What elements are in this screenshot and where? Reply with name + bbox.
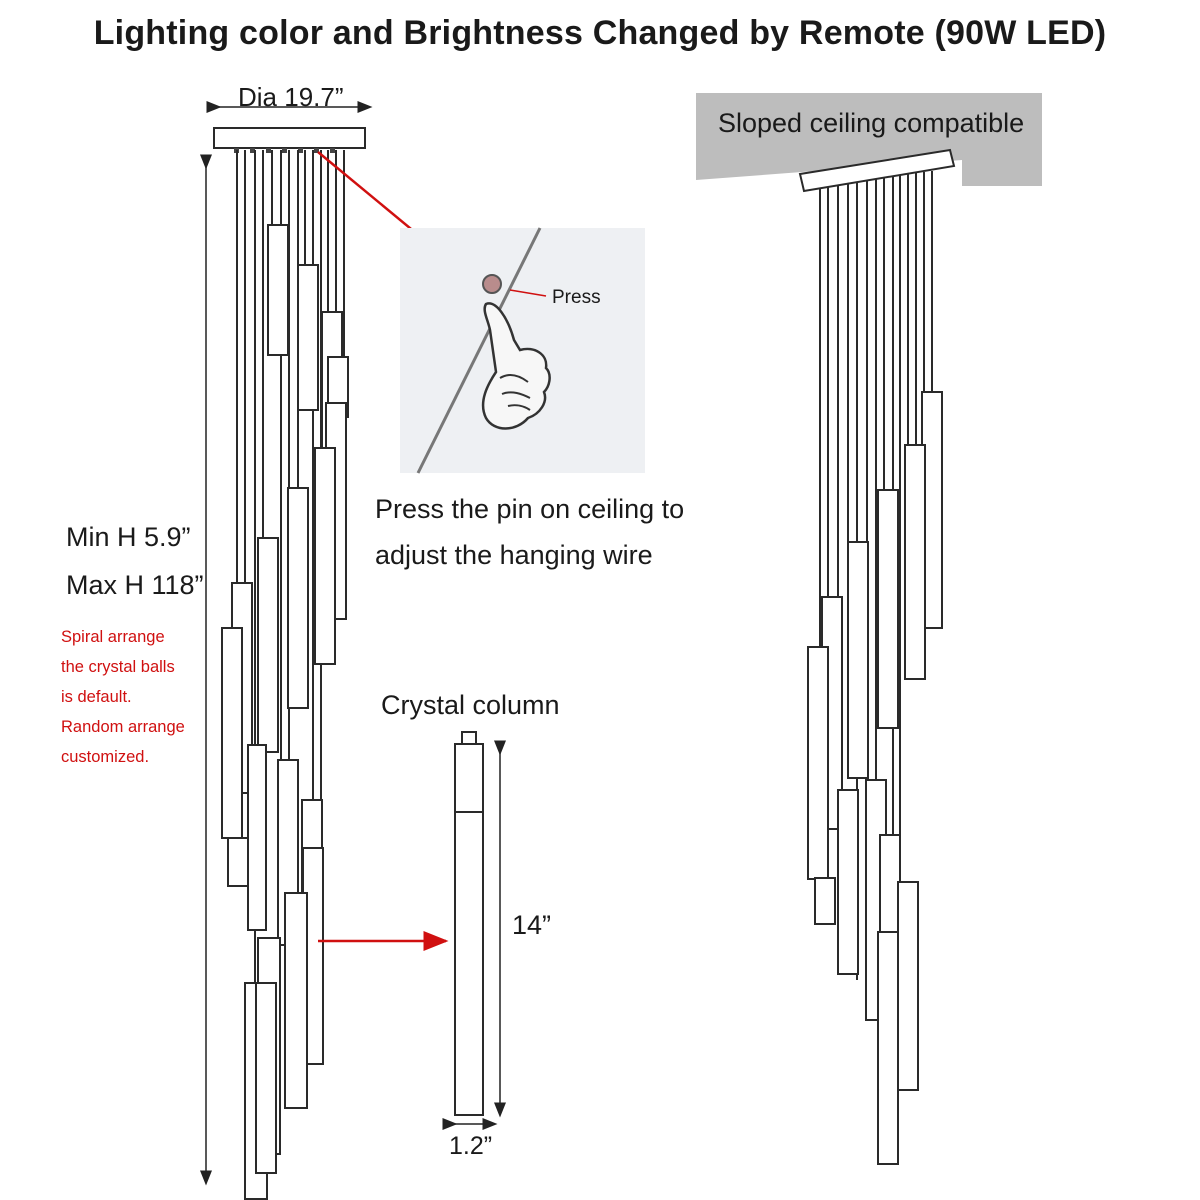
column-width-label: 1.2” — [449, 1132, 493, 1160]
arrangement-note-line: is default. — [61, 688, 132, 706]
adjust-instruction-line1: Press the pin on ceiling to — [375, 494, 685, 524]
diameter-label: Dia 19.7” — [238, 82, 344, 112]
max-height-label: Max H 118” — [66, 570, 204, 600]
press-label: Press — [552, 287, 601, 308]
pointing-hand-icon — [481, 302, 551, 430]
crystal-column-label: Crystal column — [381, 690, 560, 720]
crystal-column-detail — [454, 731, 484, 1116]
ceiling-canopy-right — [798, 148, 956, 193]
arrangement-note-line: customized. — [61, 748, 150, 766]
column-length-label: 14” — [512, 910, 552, 940]
sloped-ceiling-block — [696, 93, 1042, 186]
pendant-columns-right — [807, 171, 943, 1165]
min-height-label: Min H 5.9” — [66, 522, 191, 552]
press-pin-inset — [400, 227, 645, 474]
ceiling-canopy-left — [213, 127, 366, 153]
page-title: Lighting color and Brightness Changed by… — [93, 14, 1107, 52]
pendant-columns-left — [221, 150, 349, 1200]
adjust-instruction-line2: adjust the hanging wire — [375, 540, 653, 570]
arrangement-note-line: the crystal balls — [61, 658, 175, 676]
sloped-ceiling-label: Sloped ceiling compatible — [718, 108, 1025, 138]
arrangement-note-line: Random arrange — [61, 718, 185, 736]
arrangement-note-line: Spiral arrange — [61, 628, 165, 646]
